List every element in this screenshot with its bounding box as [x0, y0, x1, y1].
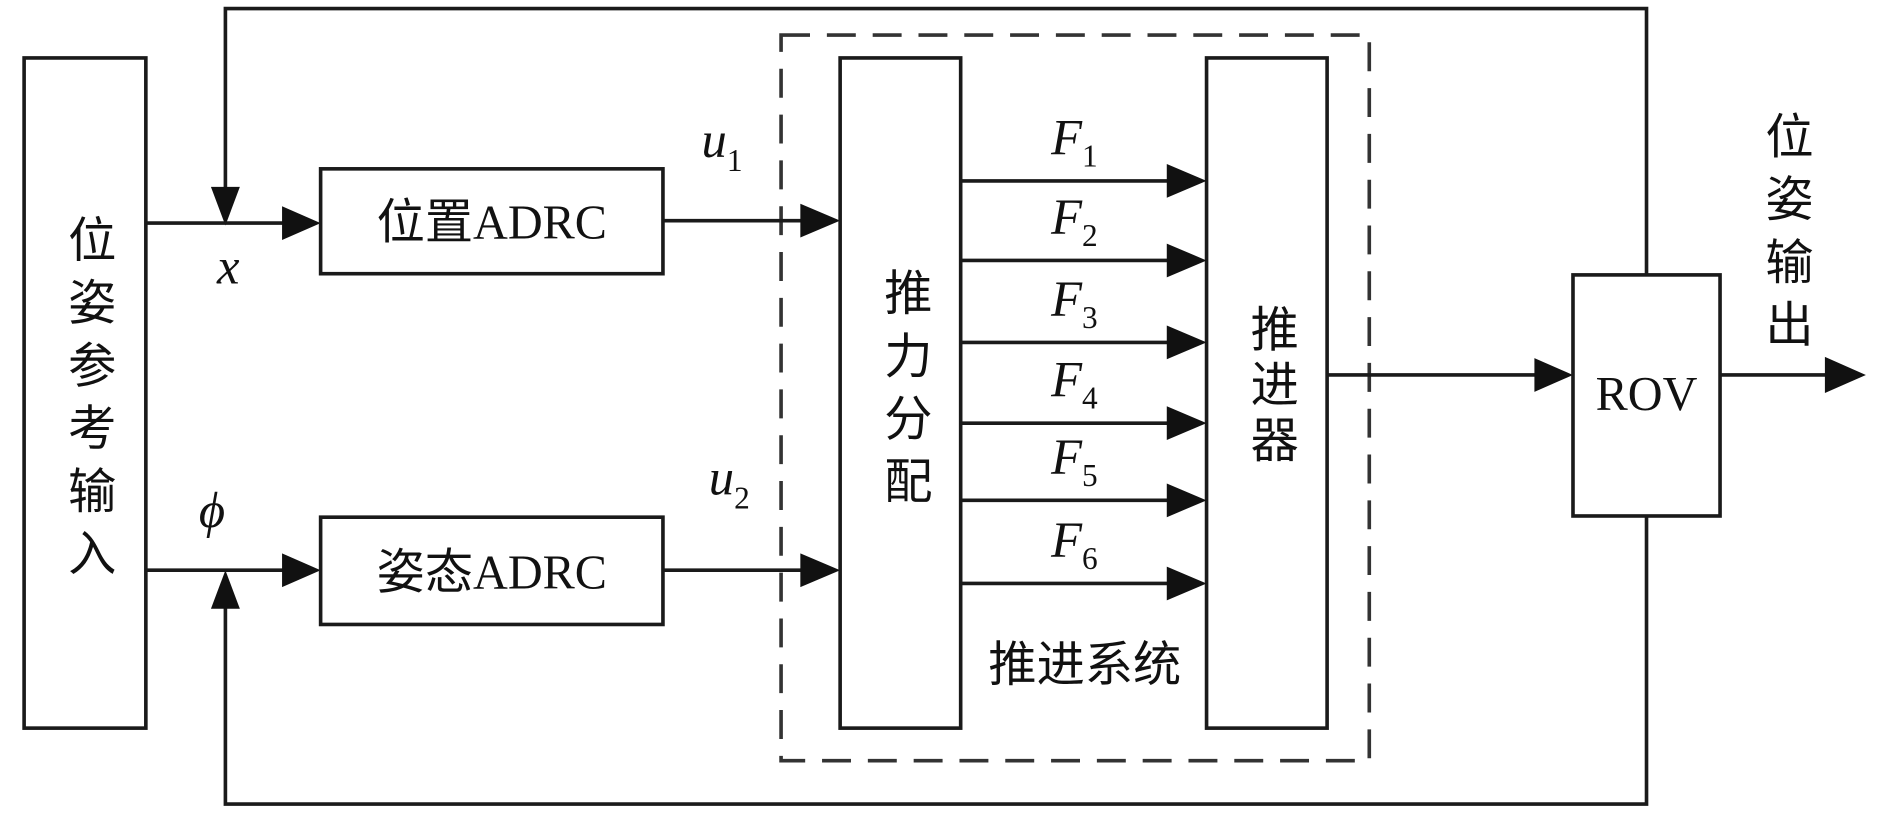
force-label-1: F1 [1050, 109, 1098, 173]
propulsion-system-label: 推进系统 [988, 639, 1181, 692]
reference-input-block [22, 56, 148, 730]
thruster-block [1204, 56, 1329, 730]
arrowhead-u2 [800, 553, 841, 588]
top-feedback-line [223, 6, 1649, 275]
rov-block [1571, 273, 1722, 518]
force-label-4: F4 [1050, 352, 1098, 416]
attitude-adrc-block [318, 515, 665, 627]
arrowhead-force-5 [1166, 483, 1207, 518]
force-label-6: F6 [1050, 512, 1098, 576]
arrowhead-phi-feedback [210, 570, 240, 609]
force-label-3: F3 [1050, 271, 1098, 335]
phi-signal-label: ϕ [199, 482, 225, 538]
rov-label: ROV [1596, 368, 1698, 421]
arrowhead-force-2 [1166, 243, 1207, 278]
reference-input-label: 位姿参考输入 [60, 215, 115, 591]
arrowhead-phi [282, 553, 321, 588]
u1-signal-label: u1 [702, 112, 743, 178]
x-signal-label: x [216, 238, 240, 294]
propulsion-system-boundary [779, 33, 1372, 763]
arrowhead-force-6 [1166, 566, 1207, 601]
arrowhead-x-feedback [210, 186, 240, 226]
arrowhead-force-4 [1166, 406, 1207, 441]
arrowhead-output [1824, 356, 1866, 394]
bottom-feedback-line [223, 515, 1649, 806]
arrowhead-force-3 [1166, 325, 1207, 360]
thruster-label: 推进器 [1243, 304, 1298, 470]
arrowhead-x [282, 206, 321, 240]
thrust-allocation-label: 推力分配 [876, 268, 931, 519]
arrowhead-force-1 [1166, 164, 1207, 198]
thrust-allocation-block [838, 56, 963, 730]
force-label-5: F5 [1050, 429, 1098, 493]
position-adrc-label: 位置ADRC [377, 197, 607, 250]
force-label-2: F2 [1050, 189, 1098, 253]
u2-signal-label: u2 [709, 449, 750, 515]
pose-output-label: 位姿输出 [1757, 111, 1812, 362]
attitude-adrc-label: 姿态ADRC [377, 546, 607, 599]
position-adrc-block [318, 167, 665, 276]
arrowhead-rov [1534, 358, 1573, 392]
arrowhead-u1 [800, 203, 841, 238]
